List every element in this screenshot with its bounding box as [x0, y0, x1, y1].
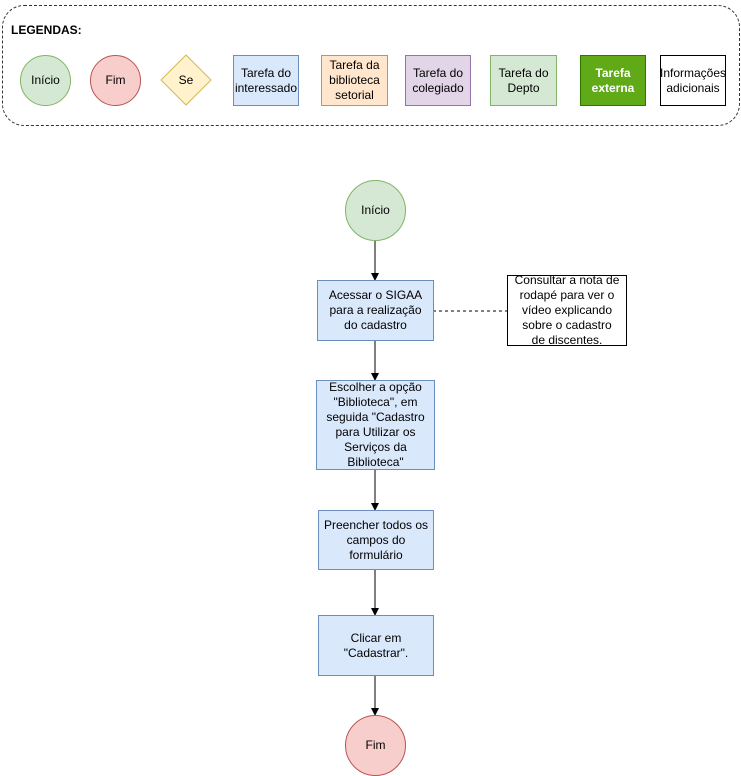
legend-interessado-label: Tarefa do interessado — [234, 65, 298, 95]
flow-step-fill-form: Preencher todos os campos do formulário — [318, 510, 434, 570]
legend-externa-label: Tarefa externa — [591, 65, 635, 95]
flow-note-label: Consultar a nota de rodapé para ver o ví… — [514, 273, 620, 347]
flow-step-choose-option-label: Escolher a opção "Biblioteca", em seguid… — [326, 380, 425, 469]
flow-step-access-sigaa: Acessar o SIGAA para a realização do cad… — [317, 280, 434, 341]
legend-colegiado-label: Tarefa do colegiado — [412, 65, 464, 95]
legend-informacoes-label: Informações adicionais — [659, 65, 727, 95]
flow-end-node: Fim — [345, 715, 406, 776]
flow-note-box: Consultar a nota de rodapé para ver o ví… — [507, 273, 627, 347]
flow-step-click-register: Clicar em "Cadastrar". — [318, 615, 434, 676]
flow-end-label: Fim — [365, 738, 386, 752]
legend-colegiado-box: Tarefa do colegiado — [405, 55, 471, 106]
legend-start-circle: Início — [20, 55, 71, 106]
legend-decision-label: Se — [178, 72, 194, 87]
legend-title: LEGENDAS: — [11, 23, 82, 37]
legend-container — [2, 5, 740, 126]
flow-step-click-register-label: Clicar em "Cadastrar". — [343, 630, 409, 660]
legend-depto-label: Tarefa do Depto — [498, 65, 549, 95]
legend-end-circle: Fim — [90, 55, 141, 106]
legend-depto-box: Tarefa do Depto — [490, 55, 557, 106]
legend-start-label: Início — [31, 73, 60, 87]
flow-step-choose-option: Escolher a opção "Biblioteca", em seguid… — [316, 380, 435, 470]
legend-informacoes-box: Informações adicionais — [660, 55, 726, 106]
flow-step-fill-form-label: Preencher todos os campos do formulário — [323, 517, 429, 562]
legend-end-label: Fim — [105, 73, 126, 87]
legend-externa-box: Tarefa externa — [580, 55, 646, 106]
legend-biblioteca-box: Tarefa da biblioteca setorial — [321, 55, 388, 106]
flow-start-label: Início — [361, 203, 390, 217]
legend-interessado-box: Tarefa do interessado — [233, 55, 299, 106]
flow-start-node: Início — [345, 180, 406, 241]
legend-biblioteca-label: Tarefa da biblioteca setorial — [329, 58, 380, 102]
flow-step-access-sigaa-label: Acessar o SIGAA para a realização do cad… — [328, 288, 423, 332]
